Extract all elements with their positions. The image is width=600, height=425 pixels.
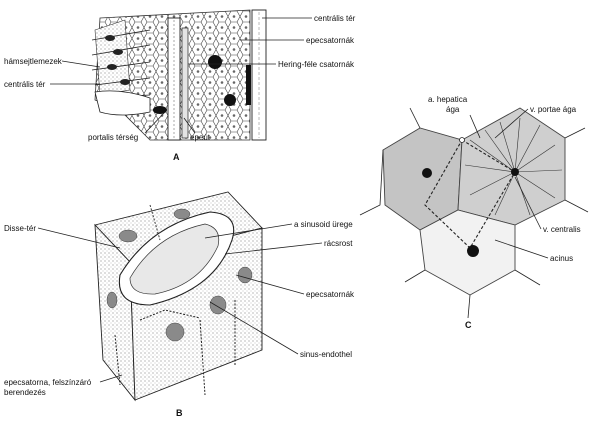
label-junction-line2: berendezés bbox=[4, 388, 46, 397]
panel-a-letter: A bbox=[173, 152, 180, 162]
label-acinus: acinus bbox=[550, 254, 573, 263]
label-hepatocyte-plates: hámsejtlemezek bbox=[4, 57, 63, 66]
label-portal-branch: v. portae ága bbox=[530, 105, 577, 114]
label-disse-space: Disse-tér bbox=[4, 224, 36, 233]
label-central-vein: v. centralis bbox=[543, 225, 581, 234]
label-hepatic-line1: a. hepatica bbox=[428, 95, 468, 104]
panel-b-letter: B bbox=[176, 408, 183, 418]
label-central-space-left: centrális tér bbox=[4, 80, 46, 89]
label-reticular-fiber: rácsrost bbox=[324, 239, 353, 248]
panel-c-drawing bbox=[359, 107, 589, 319]
panel-c-letter: C bbox=[465, 320, 472, 330]
label-bile-canaliculi-a: epecsatornák bbox=[306, 36, 355, 45]
panel-a-drawing bbox=[91, 9, 267, 141]
label-bile-canaliculi-b: epecsatornák bbox=[306, 290, 355, 299]
label-sinusoid-lumen: a sinusoid ürege bbox=[294, 220, 353, 229]
label-hering-canals: Hering-féle csatornák bbox=[278, 60, 355, 69]
label-junction-line1: epecsatorna, felszínzáró bbox=[4, 378, 92, 387]
label-bile-duct: epeút bbox=[190, 133, 211, 142]
label-central-space-right: centrális tér bbox=[314, 14, 356, 23]
label-hepatic-line2: ága bbox=[446, 105, 460, 114]
label-sinus-endothel: sinus-endothel bbox=[300, 350, 352, 359]
panel-b-drawing bbox=[94, 191, 263, 402]
label-portal-area: portalis térség bbox=[88, 133, 138, 142]
